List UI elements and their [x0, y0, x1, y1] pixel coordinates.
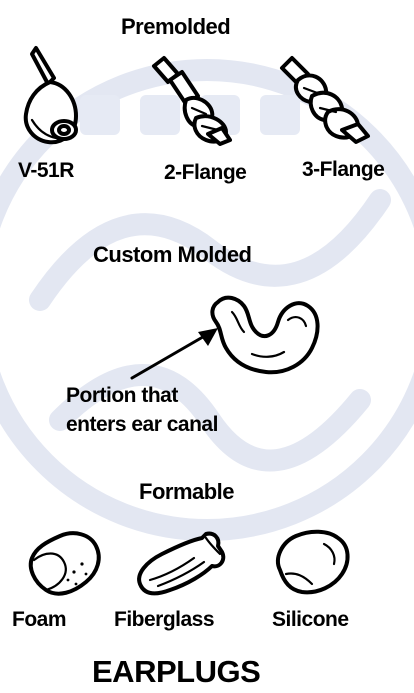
v51r-earplug-icon	[14, 44, 88, 150]
callout-line-1: Portion that	[66, 381, 178, 410]
fiberglass-earplug-icon	[134, 530, 230, 598]
foam-earplug-icon	[24, 528, 104, 600]
custom-molded-heading: Custom Molded	[93, 242, 252, 268]
three-flange-earplug-icon	[278, 54, 374, 146]
two-flange-earplug-icon	[148, 56, 238, 148]
premolded-heading: Premolded	[121, 14, 230, 40]
callout-line-2: enters ear canal	[66, 410, 218, 439]
v51r-label: V-51R	[18, 159, 74, 183]
fiberglass-label: Fiberglass	[114, 608, 214, 632]
earplugs-title: EARPLUGS	[92, 654, 260, 690]
callout-arrow-icon	[128, 324, 224, 382]
foam-label: Foam	[12, 608, 66, 632]
silicone-earplug-icon	[272, 528, 352, 598]
formable-heading: Formable	[139, 479, 234, 505]
two-flange-label: 2-Flange	[164, 161, 246, 185]
three-flange-label: 3-Flange	[302, 158, 384, 182]
silicone-label: Silicone	[272, 608, 349, 632]
